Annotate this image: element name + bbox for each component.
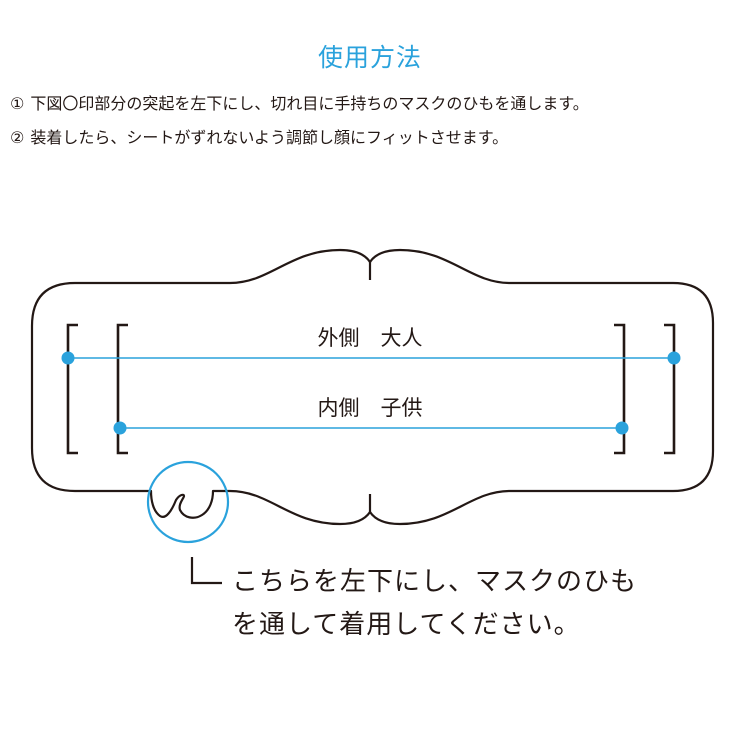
step-text: 下図〇印部分の突起を左下にし、切れ目に手持ちのマスクのひもを通します。	[30, 94, 589, 113]
inner-bracket-right	[614, 323, 626, 455]
outer-zone-label: 外側 大人	[318, 326, 423, 350]
outer-bracket-left	[66, 323, 78, 455]
outer-strap-point-right	[667, 351, 681, 365]
step-number: ①	[10, 94, 25, 113]
inner-zone-label: 内側 子供	[318, 396, 423, 420]
notch-highlight-circle	[146, 460, 230, 544]
outer-strap-point-left	[61, 351, 75, 365]
caption-line-1: こちらを左下にし、マスクのひも	[232, 567, 638, 597]
inner-bracket-left	[116, 323, 128, 455]
instruction-step-2: ② 装着したら、シートがずれないよう調節し顔にフィットさせます。	[10, 124, 508, 148]
sheet-outline	[30, 248, 715, 526]
caption-line-2: を通して着用してください。	[232, 610, 581, 640]
outer-bracket-right	[664, 323, 676, 455]
callout-line	[190, 557, 222, 585]
page-title: 使用方法	[317, 43, 422, 72]
step-text: 装着したら、シートがずれないよう調節し顔にフィットさせます。	[30, 128, 509, 147]
inner-strap-point-right	[615, 421, 629, 435]
instruction-step-1: ① 下図〇印部分の突起を左下にし、切れ目に手持ちのマスクのひもを通します。	[10, 90, 589, 114]
inner-strap-point-left	[113, 421, 127, 435]
step-number: ②	[10, 128, 25, 147]
